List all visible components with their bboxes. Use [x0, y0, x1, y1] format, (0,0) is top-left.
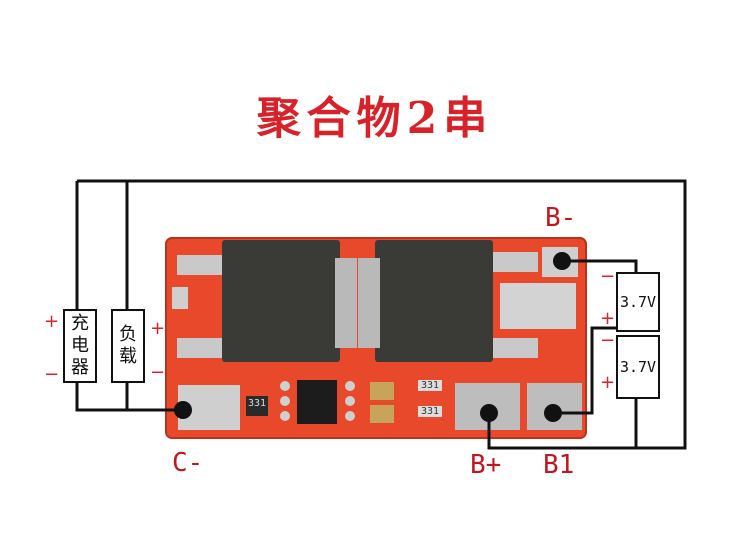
sign-bat-bottom-plus: + — [600, 372, 616, 393]
mosfet-left-tab — [335, 258, 357, 348]
load-box: 负载 — [111, 309, 145, 383]
chip-r3-label: 331 — [418, 406, 443, 417]
wire-b-plus — [487, 397, 638, 450]
pad-via-grid — [500, 283, 576, 329]
ic-pin — [345, 411, 355, 421]
sign-load-plus: + — [150, 318, 166, 339]
ic-pin — [345, 396, 355, 406]
sign-bat-top-minus: − — [600, 266, 616, 287]
battery-bottom: 3.7V — [616, 335, 660, 399]
terminal-dot-b-minus — [553, 252, 571, 270]
mosfet-right-pin-1 — [493, 252, 538, 272]
wire-b-minus — [562, 259, 638, 272]
sign-charger-minus: − — [44, 364, 60, 385]
mosfet-left-pin-1 — [177, 255, 222, 275]
sign-load-minus: − — [150, 362, 166, 383]
ic-pin — [280, 411, 290, 421]
wire-b1 — [553, 326, 636, 415]
battery-bottom-label: 3.7V — [619, 358, 657, 376]
wire-top-loop — [77, 179, 687, 450]
ic-pin — [280, 396, 290, 406]
smd-capacitor — [370, 382, 394, 400]
sign-bat-bottom-minus: − — [600, 330, 616, 351]
sign-bat-top-plus: + — [600, 308, 616, 329]
battery-top-label: 3.7V — [619, 293, 657, 311]
terminal-dot-b1 — [544, 404, 562, 422]
control-ic — [297, 380, 337, 424]
label-c-minus: C- — [172, 448, 204, 478]
wire-charger-left — [75, 181, 183, 412]
pad-small-left — [172, 287, 188, 309]
mosfet-left-pin-2 — [177, 338, 222, 358]
chip-r1-label: 331 — [248, 398, 267, 409]
ic-pin — [345, 381, 355, 391]
mosfet-right-tab — [358, 258, 380, 348]
terminal-dot-c-minus — [174, 401, 192, 419]
label-b-minus: B- — [545, 203, 577, 233]
mosfet-right-pin-2 — [493, 338, 538, 358]
chip-r2-label: 331 — [418, 380, 443, 391]
label-b1: B1 — [543, 450, 575, 480]
smd-resistor — [246, 396, 268, 416]
charger-box: 充电器 — [63, 309, 97, 383]
terminal-dot-b-plus — [480, 404, 498, 422]
diagram-title: 聚合物2串 — [256, 93, 494, 144]
pcb-board-edge — [165, 237, 587, 439]
load-label: 负载 — [119, 324, 137, 367]
label-b-plus: B+ — [470, 450, 502, 480]
mosfet-left — [222, 240, 340, 362]
mosfet-right — [375, 240, 493, 362]
battery-top: 3.7V — [616, 272, 660, 332]
sign-charger-plus: + — [44, 311, 60, 332]
ic-pin — [280, 381, 290, 391]
charger-label: 充电器 — [71, 313, 89, 378]
smd-capacitor — [370, 405, 394, 423]
